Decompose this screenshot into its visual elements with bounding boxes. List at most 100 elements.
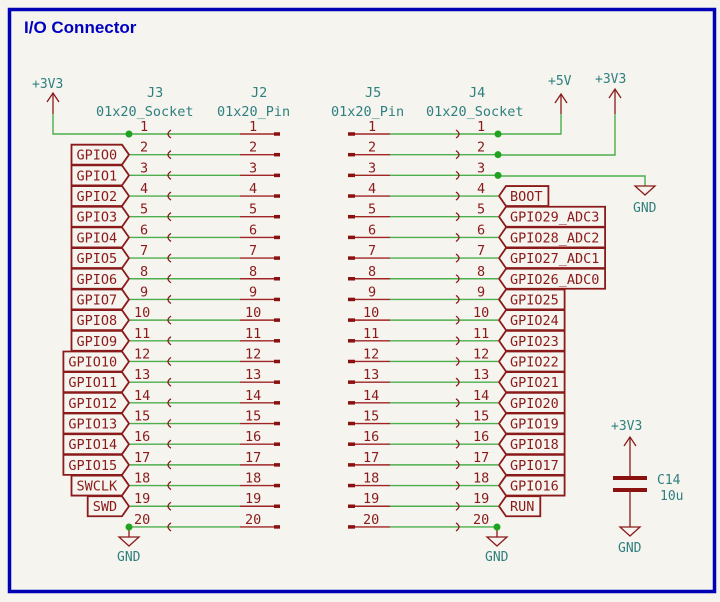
net-label-gpio9[interactable]: GPIO9 [70, 329, 131, 352]
net-label-gpio5[interactable]: GPIO5 [70, 247, 131, 269]
wire-gnd-j4-pin3 [498, 175, 646, 186]
net-label-swd[interactable]: SWD [86, 495, 131, 518]
socket-contact-icon [455, 274, 460, 284]
label-outline [497, 267, 606, 290]
socket-contact-icon [167, 336, 172, 346]
net-label-gpio27_adc1[interactable]: GPIO27_ADC1 [497, 247, 606, 269]
label-outline [497, 185, 550, 207]
j3-ref[interactable]: J3 [147, 85, 163, 101]
power-symbol-3v3-left[interactable]: +3V3 [32, 77, 63, 114]
j5-value[interactable]: 01x20_Pin [331, 104, 404, 120]
net-label-gpio23[interactable]: GPIO23 [497, 329, 566, 352]
j5-pin-number: 17 [363, 450, 379, 466]
label-text: GPIO22 [510, 354, 559, 370]
label-outline [497, 288, 566, 311]
j2-pin-number: 11 [245, 326, 261, 342]
net-label-gpio19[interactable]: GPIO19 [497, 412, 566, 435]
net-label-gpio24[interactable]: GPIO24 [497, 309, 566, 332]
capacitor-c14[interactable]: +3V3 GND C14 10u [611, 419, 683, 556]
net-label-run[interactable]: RUN [497, 495, 542, 518]
j2-ref[interactable]: J2 [251, 85, 267, 101]
net-label-gpio13[interactable]: GPIO13 [62, 412, 131, 435]
net-label-gpio15[interactable]: GPIO15 [62, 453, 131, 476]
j5-pin-number: 6 [368, 222, 376, 238]
label-outline [70, 267, 131, 290]
net-label-gpio6[interactable]: GPIO6 [70, 267, 131, 290]
label-text: GPIO20 [510, 396, 559, 412]
gnd-symbol-j3[interactable]: GND [117, 536, 141, 565]
j2-value[interactable]: 01x20_Pin [217, 104, 290, 120]
gnd-symbol-right[interactable]: GND [633, 185, 657, 216]
net-label-gpio16[interactable]: GPIO16 [497, 474, 566, 497]
socket-contact-icon [455, 356, 460, 367]
j3-pin-number: 5 [140, 202, 148, 218]
socket-contact-icon [455, 129, 460, 139]
net-label-gpio10[interactable]: GPIO10 [62, 350, 131, 373]
socket-contact-icon [167, 398, 172, 408]
net-label-swclk[interactable]: SWCLK [70, 474, 131, 497]
j3-value[interactable]: 01x20_Socket [96, 104, 194, 120]
j4-value[interactable]: 01x20_Socket [426, 104, 524, 120]
j3-pin-number: 1 [140, 119, 148, 135]
net-label-gpio8[interactable]: GPIO8 [70, 309, 131, 332]
junction-dot [494, 151, 502, 159]
power-symbol-5v[interactable]: +5V [548, 74, 572, 114]
label-text: GPIO13 [68, 417, 117, 433]
label-text: GPIO23 [510, 334, 559, 350]
net-label-gpio21[interactable]: GPIO21 [497, 371, 566, 394]
label-outline [497, 433, 566, 456]
junction-dot [125, 523, 133, 531]
j5-pin-number: 5 [368, 202, 376, 218]
socket-contact-icon [167, 212, 172, 222]
net-label-gpio2[interactable]: GPIO2 [70, 185, 131, 207]
label-text: SWCLK [77, 479, 119, 495]
net-label-gpio29_adc3[interactable]: GPIO29_ADC3 [497, 205, 606, 228]
net-label-gpio26_adc0[interactable]: GPIO26_ADC0 [497, 267, 606, 290]
j3-pin-number: 3 [140, 160, 148, 176]
j3-pin-number: 11 [134, 326, 150, 342]
socket-contact-icon [455, 170, 460, 180]
label-outline [497, 247, 606, 269]
net-label-gpio22[interactable]: GPIO22 [497, 350, 566, 373]
j5-ref[interactable]: J5 [365, 85, 381, 101]
net-label-gpio18[interactable]: GPIO18 [497, 433, 566, 456]
j4-pin-number: 19 [473, 491, 489, 507]
j2-pin-number: 9 [249, 284, 257, 300]
label-text: GPIO17 [510, 458, 559, 474]
j4-ref[interactable]: J4 [469, 85, 485, 101]
net-label-gpio20[interactable]: GPIO20 [497, 391, 566, 414]
cap-power-label: +3V3 [611, 419, 642, 434]
label-text: GPIO6 [77, 272, 118, 288]
socket-contact-icon [455, 501, 460, 511]
net-label-gpio0[interactable]: GPIO0 [70, 143, 131, 166]
net-label-gpio14[interactable]: GPIO14 [62, 433, 131, 456]
label-outline [62, 391, 131, 414]
net-label-boot[interactable]: BOOT [497, 185, 550, 207]
net-label-gpio12[interactable]: GPIO12 [62, 391, 131, 414]
label-text: GPIO2 [77, 189, 118, 205]
power-symbol-3v3-right[interactable]: +3V3 [595, 72, 626, 114]
j3-pin-number: 13 [134, 367, 150, 383]
net-label-gpio7[interactable]: GPIO7 [70, 288, 131, 311]
net-label-gpio3[interactable]: GPIO3 [70, 205, 131, 228]
label-outline [497, 453, 566, 476]
net-label-gpio17[interactable]: GPIO17 [497, 453, 566, 476]
net-label-gpio28_adc2[interactable]: GPIO28_ADC2 [497, 226, 606, 249]
j2-pin-number: 4 [249, 181, 257, 197]
gnd-symbol-j4[interactable]: GND [485, 536, 509, 565]
label-text: GPIO18 [510, 437, 559, 453]
j5-pin-number: 16 [363, 429, 379, 445]
label-outline [70, 185, 131, 207]
label-outline [497, 205, 606, 228]
j3-pin-number: 19 [134, 491, 150, 507]
net-label-gpio11[interactable]: GPIO11 [62, 371, 131, 394]
net-label-gpio25[interactable]: GPIO25 [497, 288, 566, 311]
j3-pin-number: 8 [140, 264, 148, 280]
net-label-gpio4[interactable]: GPIO4 [70, 226, 131, 249]
j3-pin-number: 18 [134, 471, 150, 487]
label-text: GPIO9 [77, 334, 118, 350]
net-label-gpio1[interactable]: GPIO1 [70, 164, 131, 187]
label-text: GPIO1 [77, 168, 118, 184]
